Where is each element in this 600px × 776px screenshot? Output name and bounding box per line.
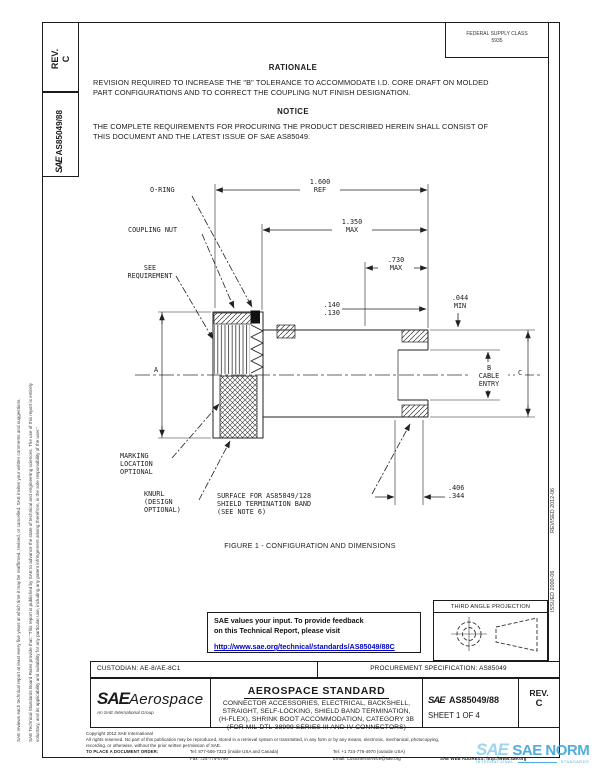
doc-number-box: SAE AS85049/88 (42, 92, 79, 177)
logo-sae-text: SAE (97, 689, 130, 708)
title-desc-2: STRAIGHT, SELF-LOCKING, SHIELD BAND TERM… (222, 708, 411, 716)
dim-b-cable-entry: B CABLE ENTRY (470, 364, 508, 389)
feedback-line-1: SAE values your input. To provide feedba… (214, 616, 364, 625)
doc-number-cell: SAE AS85049/88 SHEET 1 OF 4 (423, 679, 519, 727)
title-desc-4: (FOR MIL-DTL-38999 SERIES III AND IV CON… (227, 724, 406, 732)
dim-730-max: .730 MAX (378, 256, 414, 273)
footer-copyright: Copyright 2012 SAE International (86, 731, 153, 736)
sae-logo-small: SAE (54, 157, 64, 173)
footer-web-address: SAE WEB ADDRESS: http://www.sae.org (440, 756, 527, 761)
doc-number-vertical: AS85049/88 (55, 109, 64, 156)
title-block-center: AEROSPACE STANDARD CONNECTOR ACCESSORIES… (211, 679, 423, 731)
margin-note-review: SAE reviews each technical report at lea… (16, 398, 21, 742)
rev-cell-label: REV. (529, 688, 549, 698)
watermark-divider (517, 761, 557, 763)
title-block: SAEAerospace An SAE International Group … (90, 678, 560, 731)
dim-140-130: .140 .130 (308, 301, 340, 318)
footer-rights-2: recording, or otherwise, without the pri… (86, 742, 222, 748)
watermark-sae-icon: SAE (476, 740, 509, 759)
custodian-cell: CUSTODIAN: AE-8/AE-8C1 (91, 662, 318, 677)
sheet-number: SHEET 1 OF 4 (428, 711, 480, 720)
feedback-line-2: on this Technical Report, please visit (214, 626, 341, 635)
sae-aerospace-logo: SAEAerospace An SAE International Group (91, 679, 211, 727)
dim-1350-max: 1.350 MAX (332, 218, 372, 235)
title-desc-3: (H-FLEX), SHRINK BOOT ACCOMMODATION, CAT… (218, 716, 415, 724)
rationale-body: REVISION REQUIRED TO INCREASE THE "B" TO… (93, 78, 489, 97)
dim-406-344: .406 .344 (448, 484, 465, 501)
margin-note-rules-2: voluntary, and its applicability and sui… (35, 426, 40, 742)
projection-symbol-icon (451, 617, 538, 652)
rev-cell-value: C (535, 698, 543, 709)
footer-email: Email: CustomerService@sae.org (333, 756, 401, 761)
notice-heading: NOTICE (277, 107, 309, 116)
callout-coupling-nut: COUPLING NUT (128, 226, 178, 234)
callout-oring: O-RING (150, 186, 175, 194)
rev-box: REV. C (42, 22, 79, 92)
feedback-url-link[interactable]: http://www.sae.org/technical/standards/A… (214, 642, 395, 651)
doc-cell-sae-logo: SAE (428, 695, 446, 706)
title-desc-1: CONNECTOR ACCESSORIES, ELECTRICAL, BACKS… (222, 700, 411, 707)
watermark-name: SAE NORM (512, 742, 590, 759)
dim-1600-ref: 1.600 REF (300, 178, 340, 195)
callout-see-requirement: SEE REQUIREMENT (127, 264, 173, 281)
projection-box: THIRD ANGLE PROJECTION (433, 600, 548, 661)
aerospace-standard-heading: AEROSPACE STANDARD (243, 685, 390, 699)
footer-order-label: TO PLACE A DOCUMENT ORDER: (86, 749, 159, 754)
dim-a: A (151, 366, 161, 375)
issued-date: ISSUED 2000-06 (550, 570, 556, 612)
footer-tel-2: Tel: +1 724-776-4970 (outside USA) (333, 749, 406, 754)
info-row: CUSTODIAN: AE-8/AE-8C1 PROCUREMENT SPECI… (90, 661, 560, 678)
rev-box-value: C (61, 55, 71, 63)
feedback-box: SAE values your input. To provide feedba… (207, 612, 421, 653)
footer-tel-1: Tel: 877-606-7323 (inside USA and Canada… (190, 749, 279, 754)
stamp-line-1: FEDERAL SUPPLY CLASS (466, 31, 528, 37)
callout-knurl: KNURL (DESIGN OPTIONAL) (144, 490, 181, 515)
figure1-drawing (135, 184, 542, 505)
rev-box-label: REV. (50, 48, 60, 70)
watermark-sub-1: INTERNATIONAL (476, 760, 514, 764)
supply-class-stamp: FEDERAL SUPPLY CLASS 5935 (445, 22, 548, 58)
logo-aerospace-text: Aerospace (128, 691, 204, 708)
sheet-frame (42, 22, 560, 758)
footer-fax: Fax: 724-776-0790 (190, 756, 229, 761)
dim-c: C (515, 369, 525, 378)
margin-note-rules-1: SAE Technical Standards Board Rules prov… (28, 383, 33, 742)
projection-title: THIRD ANGLE PROJECTION (434, 601, 547, 613)
notice-body: THE COMPLETE REQUIREMENTS FOR PROCURING … (93, 122, 489, 141)
doc-cell-number: AS85049/88 (449, 695, 500, 705)
callout-marking-location: MARKING LOCATION OPTIONAL (120, 452, 153, 477)
stamp-line-2: 5935 (491, 37, 503, 44)
sae-norm-watermark: SAE SAE NORM INTERNATIONAL STANDARDS (476, 740, 590, 764)
watermark-sub-2: STANDARDS (560, 760, 590, 764)
callout-shield-band-surface: SURFACE FOR AS85049/128 SHIELD TERMINATI… (217, 492, 312, 517)
figure1-caption: FIGURE 1 - CONFIGURATION AND DIMENSIONS (224, 541, 396, 550)
procurement-cell: PROCUREMENT SPECIFICATION: AS85049 (370, 665, 507, 672)
footer-rights-1: All rights reserved. No part of this pub… (86, 737, 440, 742)
dim-044-min: .044 MIN (444, 294, 476, 311)
rationale-heading: RATIONALE (268, 63, 318, 72)
inner-right-rule (548, 22, 549, 661)
rev-cell: REV. C (519, 679, 559, 727)
logo-subtitle: An SAE International Group (97, 710, 154, 715)
